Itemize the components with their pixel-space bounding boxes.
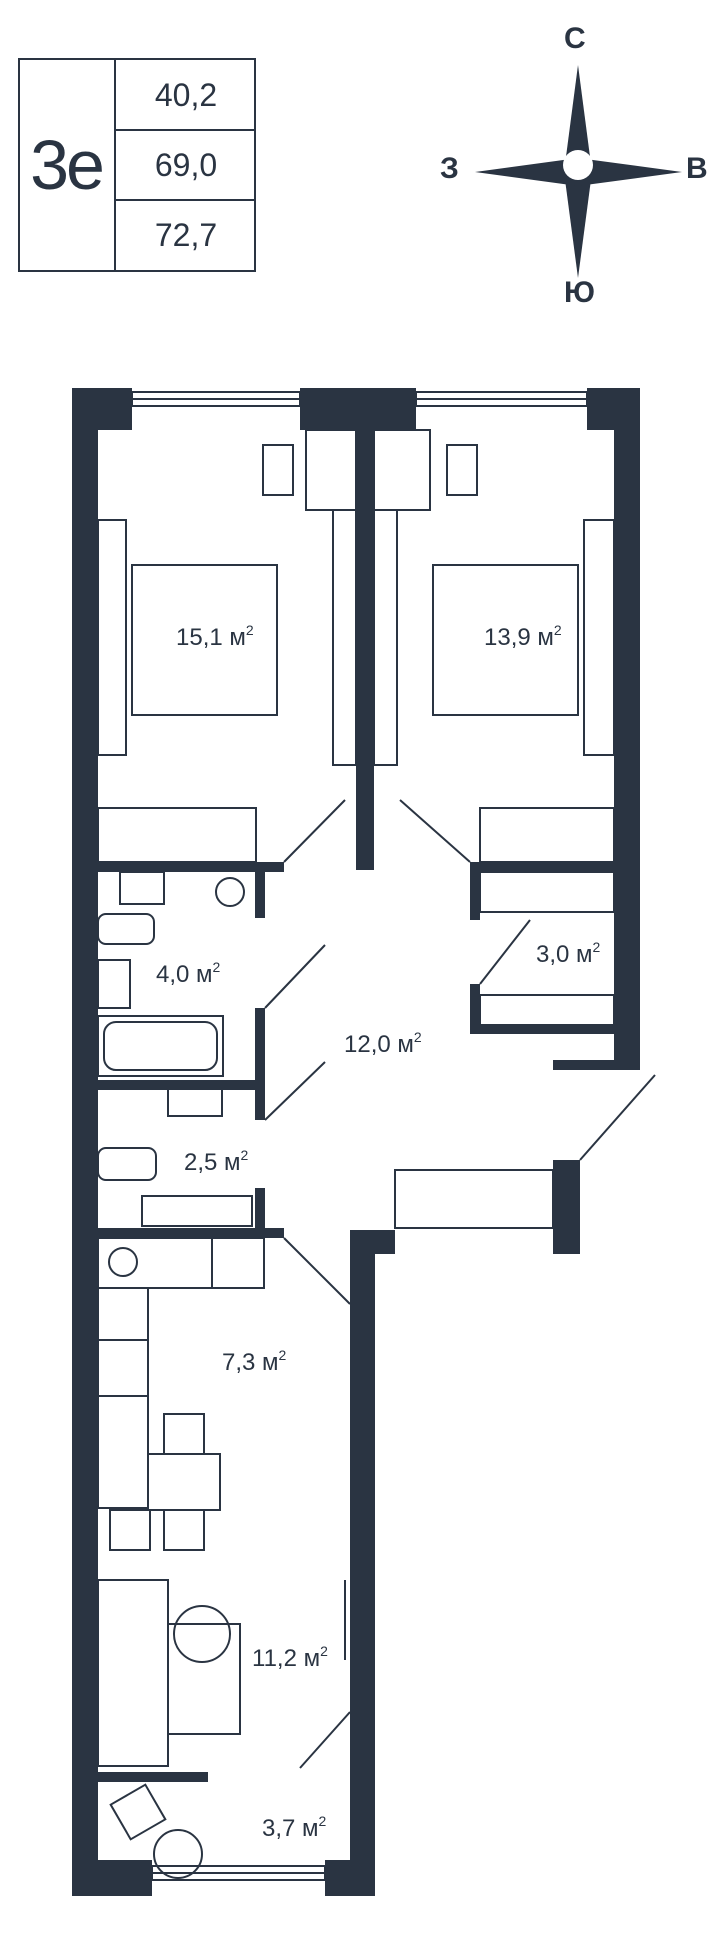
room-area-label: 2,5 м2 (184, 1147, 249, 1176)
room-area-label: 3,7 м2 (262, 1813, 327, 1842)
compass: С Ю З В (440, 20, 720, 320)
room-area-label: 12,0 м2 (344, 1029, 422, 1058)
total-area-with-balcony-value: 72,7 (154, 216, 218, 253)
room-area-label: 11,2 м2 (252, 1643, 328, 1672)
living-area-value: 40,2 (154, 76, 218, 113)
compass-south-label: Ю (564, 276, 595, 309)
compass-east-label: В (686, 152, 708, 185)
windows (131, 391, 588, 1881)
room-area-label: 15,1 м2 (176, 622, 254, 651)
room-area-label: 13,9 м2 (484, 622, 562, 651)
exterior-walls (72, 388, 640, 1896)
badge-frame (18, 58, 256, 272)
apartment-badge: 3е 40,2 69,0 72,7 (18, 58, 256, 272)
room-area-label: 3,0 м2 (536, 939, 601, 968)
compass-west-label: З (440, 152, 459, 185)
door-swings (264, 799, 656, 1769)
compass-north-label: С (564, 22, 586, 55)
room-area-label: 4,0 м2 (156, 959, 221, 988)
apartment-code: 3е (30, 126, 105, 204)
furniture (97, 429, 615, 1879)
room-area-label: 7,3 м2 (222, 1347, 287, 1376)
compass-rose-icon (475, 65, 682, 278)
total-area-value: 69,0 (154, 146, 218, 183)
